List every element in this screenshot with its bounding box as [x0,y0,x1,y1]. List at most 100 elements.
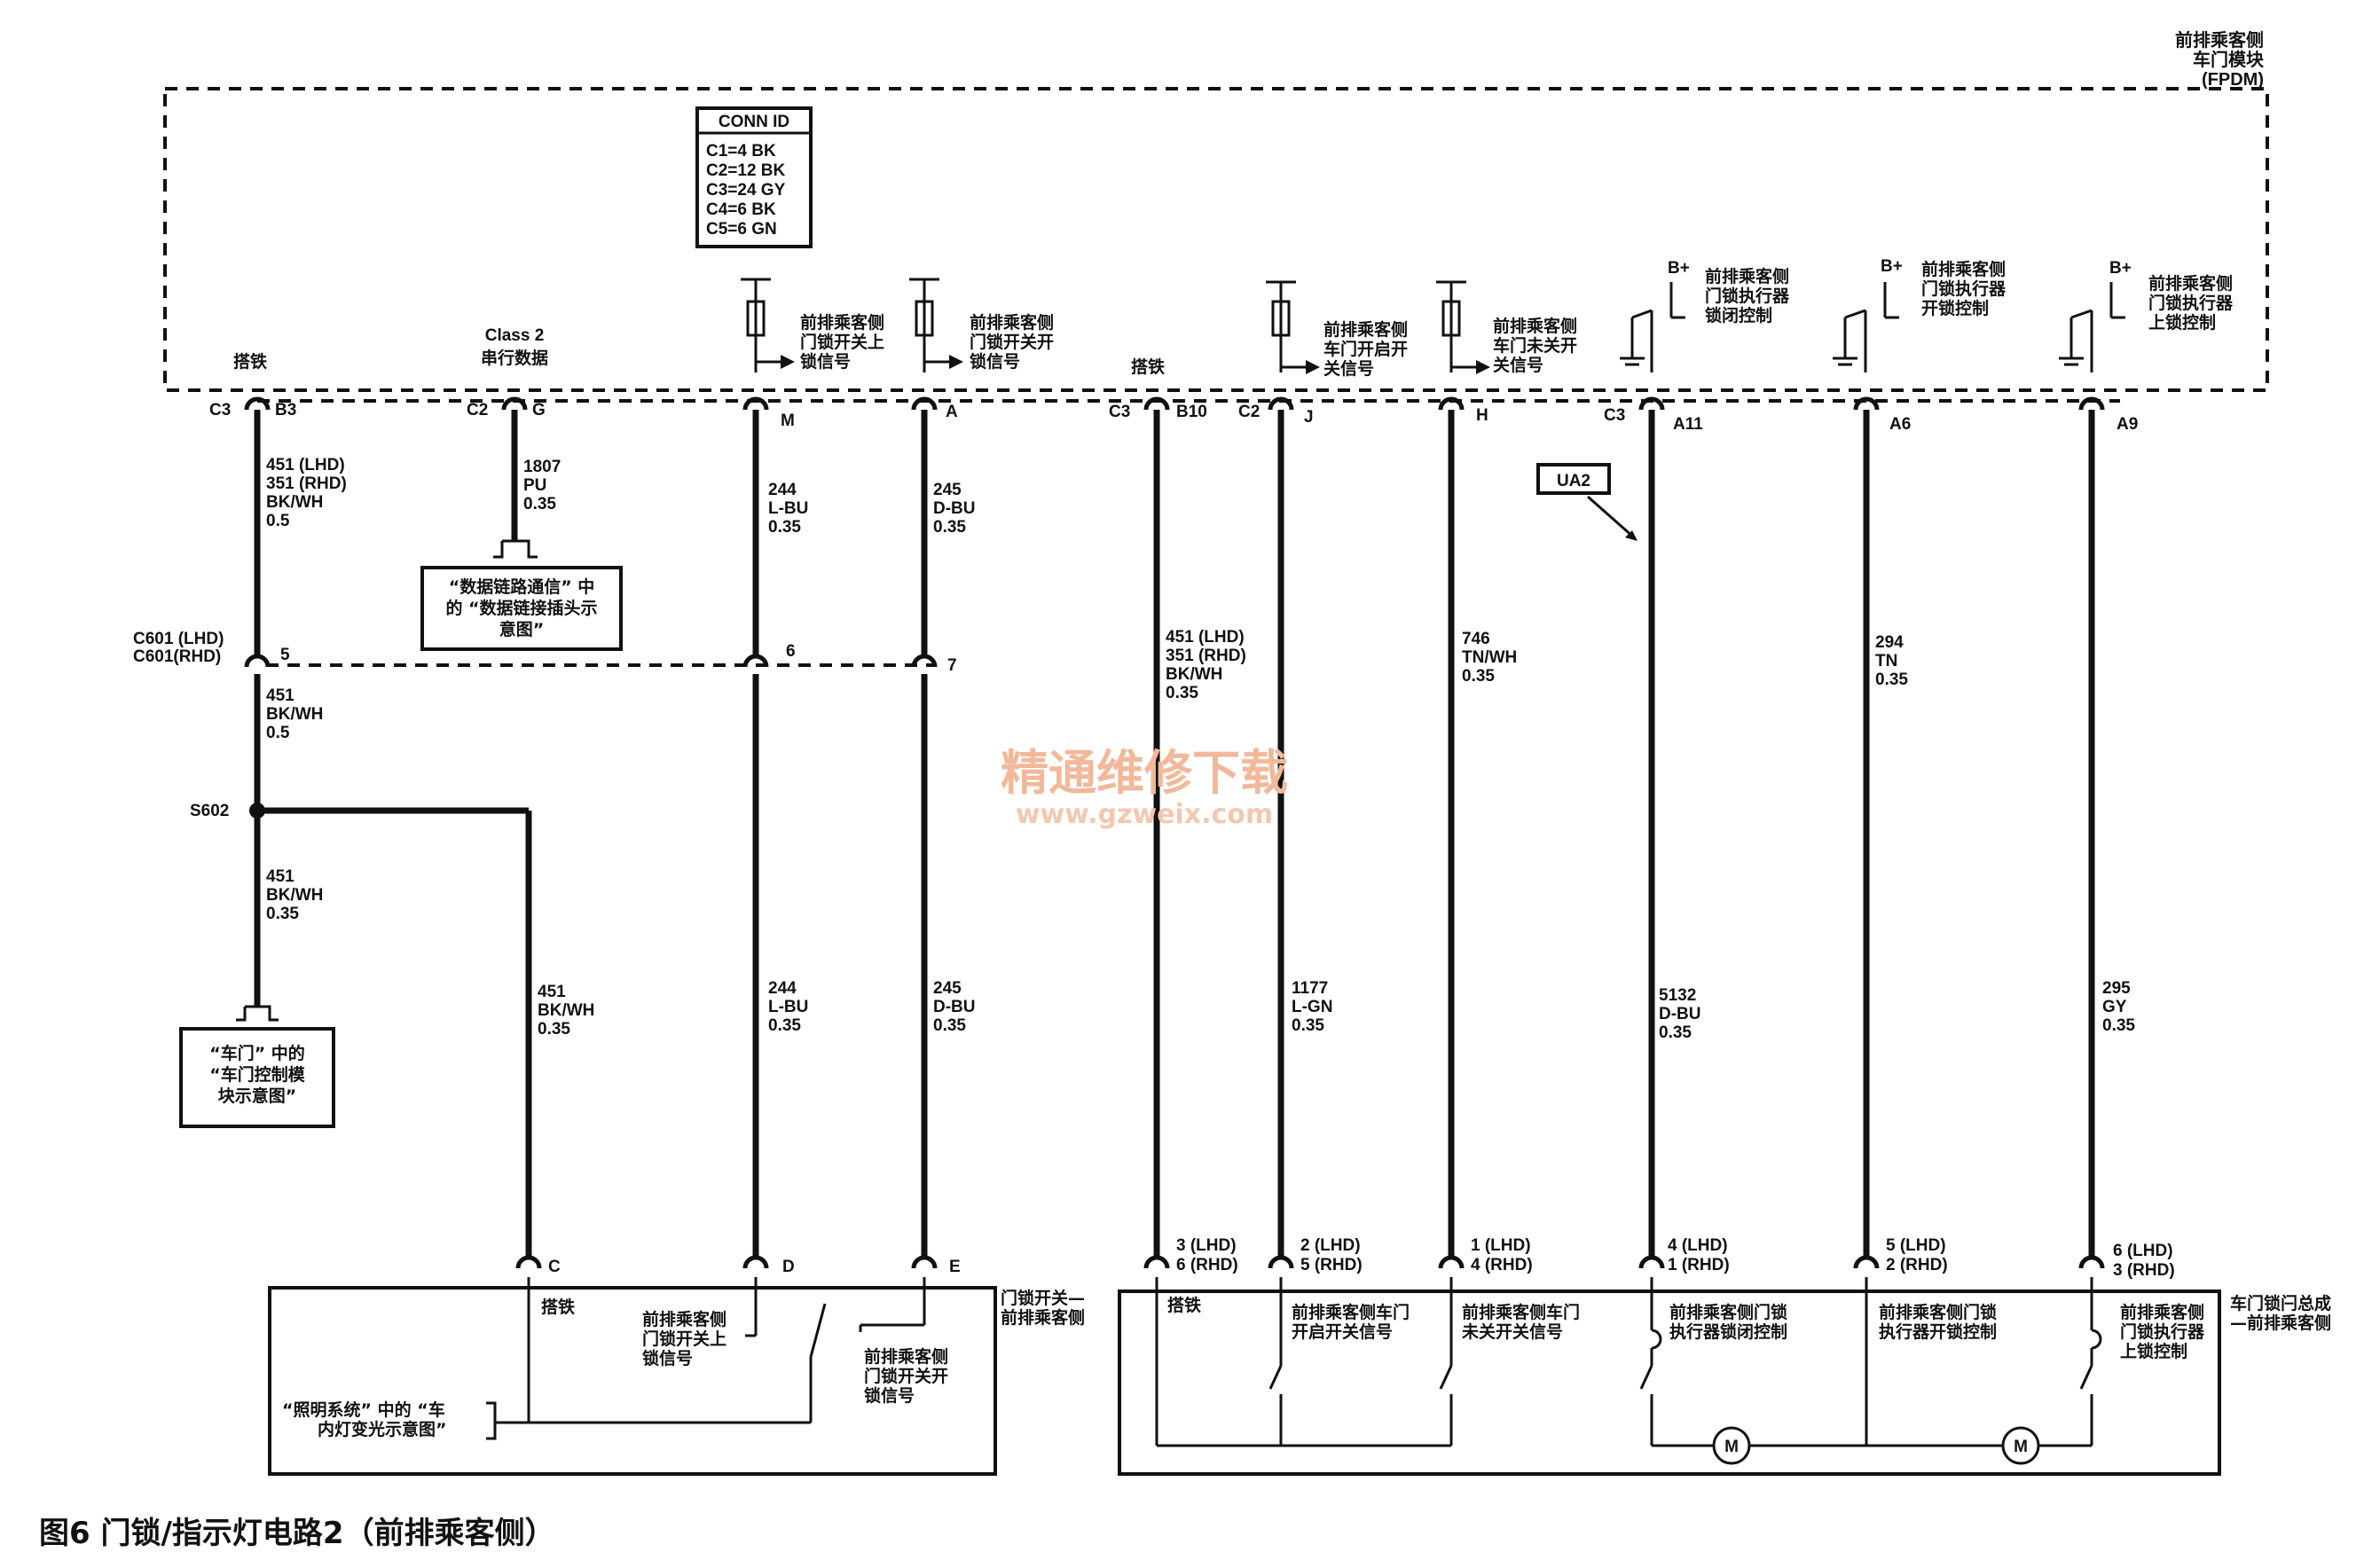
wire-label: 451 [538,983,566,1001]
svg-text:前排乘客侧: 前排乘客侧 [642,1309,726,1329]
wire-label: 0.5 [266,724,290,742]
top-connector-caps [244,396,2105,411]
svg-text:执行器锁闭控制: 执行器锁闭控制 [1669,1321,1787,1342]
wire-label: BK/WH [1166,665,1222,684]
wire-label: BK/WH [266,493,323,512]
svg-text:前排乘客侧: 前排乘客侧 [2120,1302,2204,1322]
svg-text:开锁控制: 开锁控制 [1921,298,1989,318]
top-ground2-label: 搭铁 [1131,357,1165,377]
svg-text:“数据链路通信” 中: “数据链路通信” 中 [449,576,595,597]
conn-id-row: C1=4 BK [706,142,776,161]
wire-label: D-BU [933,499,976,518]
ua2-label: UA2 [1557,472,1590,490]
pullup-resistors [741,278,1490,374]
pin-h: H [1476,406,1488,425]
pin-c2: C2 [467,401,488,419]
svg-text:前排乘客侧车门: 前排乘客侧车门 [1462,1302,1580,1322]
wire-label: 294 [1875,633,1904,652]
svg-text:执行器开锁控制: 执行器开锁控制 [1879,1321,1997,1342]
svg-text:锁信号: 锁信号 [800,351,851,372]
wire-label: 0.35 [266,905,299,923]
c601-caps [244,654,938,668]
svg-text:“照明系统” 中的 “车: “照明系统” 中的 “车 [282,1399,445,1420]
svg-text:关信号: 关信号 [1323,358,1374,379]
pin-c3: C3 [209,401,231,419]
pin-c3b: C3 [1109,403,1130,421]
pin-c2b: C2 [1238,403,1260,421]
svg-text:块示意图”: 块示意图” [218,1086,297,1106]
svg-text:门锁开关—: 门锁开关— [1001,1288,1085,1308]
module-name: 前排乘客侧 车门模块 (FPDM) [2175,29,2265,90]
conn-id-row: C5=6 GN [706,220,777,239]
wire-label: 0.35 [768,1016,801,1035]
label-act-up: 前排乘客侧 门锁执行器 上锁控制 [2148,273,2234,333]
door-latch-assembly: 搭铁 前排乘客侧车门 开启开关信号 前排乘客侧车门 未关开关信号 前排乘客侧门锁… [1118,1277,2331,1476]
wire-label: 451 [266,686,295,705]
ua2-callout: UA2 [1536,463,1638,541]
inline-pin-6: 6 [786,642,796,661]
bottom-pin-e: E [949,1258,961,1276]
svg-text:门锁执行器: 门锁执行器 [1705,286,1790,306]
svg-text:的 “数据链接插头示: 的 “数据链接插头示 [445,598,597,618]
c601-label: C601(RHD) [133,647,221,666]
label-sw-unlock: 前排乘客侧 门锁开关上 锁信号 [800,312,884,372]
svg-text:前排乘客侧: 前排乘客侧 [2148,273,2233,294]
motor-icon [1712,1426,1751,1465]
wire-label: 746 [1462,630,1490,648]
bottom-pin: 2 (RHD) [1886,1256,1948,1274]
svg-text:前排乘客侧: 前排乘客侧 [1001,1307,1085,1328]
svg-text:锁信号: 锁信号 [642,1348,693,1368]
svg-text:前排乘客侧门锁: 前排乘客侧门锁 [1669,1302,1787,1322]
wires [254,410,2095,1258]
pin-b3: B3 [275,401,296,419]
svg-text:前排乘客侧: 前排乘客侧 [1705,266,1789,286]
wire-label: 0.35 [2102,1016,2135,1035]
wire-label: 244 [768,979,797,998]
pin-a: A [946,403,958,421]
wire-label: 451 (LHD) [266,456,345,474]
wire-label: TN [1875,652,1897,670]
svg-text:未关开关信号: 未关开关信号 [1461,1321,1563,1342]
module-name-line2: 车门模块 [2193,49,2265,70]
svg-text:车门开启开: 车门开启开 [1323,339,1408,359]
bottom-pin: 4 (LHD) [1668,1236,1728,1255]
svg-text:门锁执行器: 门锁执行器 [2148,293,2234,313]
wire-label: 0.35 [1659,1023,1692,1042]
svg-text:—前排乘客侧: —前排乘客侧 [2230,1313,2331,1333]
svg-text:前排乘客侧: 前排乘客侧 [1323,319,1408,340]
label-act-unlock: 前排乘客侧 门锁执行器 开锁控制 [1921,259,2007,318]
svg-text:开启开关信号: 开启开关信号 [1292,1321,1393,1342]
conn-id-row: C4=6 BK [706,200,776,219]
bplus-label-2: B+ [1881,257,1903,276]
wire-label: D-BU [933,998,976,1016]
svg-text:门锁开关开: 门锁开关开 [970,332,1054,352]
inline-pin-5: 5 [280,646,290,664]
svg-text:门锁开关开: 门锁开关开 [864,1366,948,1386]
splice-s602-label: S602 [190,802,229,820]
wire-label: 5132 [1659,986,1696,1005]
wire-label: L-BU [768,998,808,1016]
svg-text:门锁开关上: 门锁开关上 [800,332,884,352]
watermark-url: www.gzweix.com [1016,799,1273,830]
pin-j: J [1304,408,1314,427]
bottom-pin: 3 (LHD) [1176,1236,1237,1255]
svg-text:M: M [2014,1438,2028,1456]
svg-text:门锁执行器: 门锁执行器 [2120,1321,2205,1342]
wire-label: 451 [266,867,295,886]
ref-box-dlc: “数据链路通信” 中 的 “数据链接插头示 意图” [420,539,623,651]
door-lock-switch-box: 搭铁 前排乘客侧 门锁开关上 锁信号 前排乘客侧 门锁开关开 锁信号 门锁开关—… [268,1277,1085,1476]
wire-label: 244 [768,481,797,499]
bottom-pin: 3 (RHD) [2113,1261,2175,1280]
pin-a6: A6 [1889,415,1911,434]
ref-box-door: “车门” 中的 “车门控制模 块示意图” [179,1005,335,1128]
splice-s602 [249,803,265,819]
svg-text:前排乘客侧: 前排乘客侧 [864,1346,948,1367]
svg-text:关信号: 关信号 [1493,355,1543,375]
wire-label: 1807 [523,458,561,476]
bplus-label-3: B+ [2109,259,2132,278]
bottom-pin: 5 (RHD) [1300,1256,1363,1274]
svg-text:前排乘客侧: 前排乘客侧 [1493,316,1577,336]
class2-label: Class 2 [485,326,545,345]
bottom-connector-caps [515,1255,2105,1269]
